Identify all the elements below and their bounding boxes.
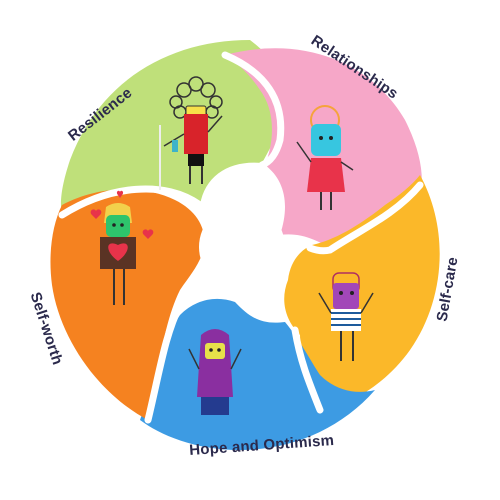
center-hole — [199, 204, 285, 290]
resilience-character — [159, 76, 223, 190]
hope-character — [188, 329, 242, 415]
segment-self-worth — [50, 189, 205, 420]
relationships-character — [296, 105, 354, 210]
self-worth-character — [90, 190, 154, 305]
self-care-character — [318, 272, 374, 361]
segment-self-care — [284, 175, 440, 410]
segment-resilience — [60, 40, 286, 215]
segment-hope — [140, 298, 375, 450]
segment-dividers — [58, 51, 424, 424]
